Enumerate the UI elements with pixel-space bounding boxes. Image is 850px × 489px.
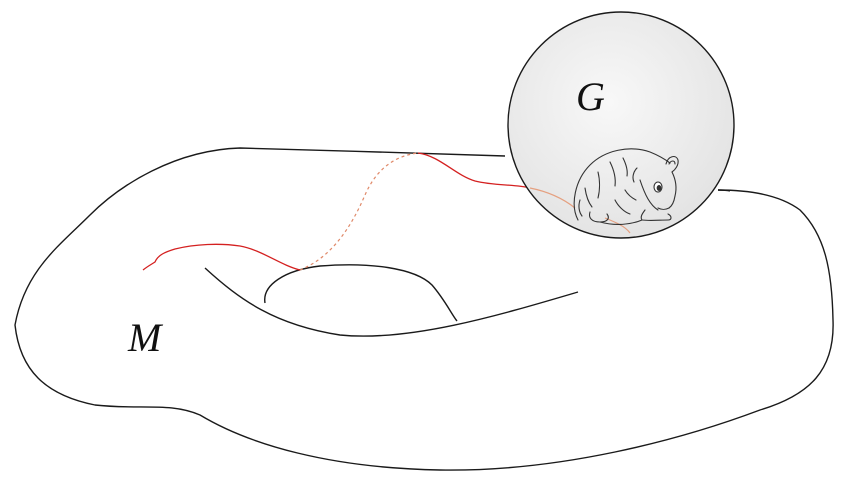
manifold-label: M (128, 315, 162, 360)
group-sphere (507, 11, 735, 239)
group-label: G (576, 74, 605, 119)
torus-hole-lower-edge (204, 267, 579, 337)
path-segment-hidden (299, 152, 419, 271)
path-segment-front (142, 243, 301, 271)
hamster-icon (573, 148, 679, 225)
path-segment-inside-sphere (529, 187, 576, 209)
torus-outline-right-stub (717, 189, 731, 192)
torus-hole-upper-edge (264, 264, 458, 322)
torus-outline (14, 147, 834, 471)
path-segment-top (417, 152, 531, 189)
